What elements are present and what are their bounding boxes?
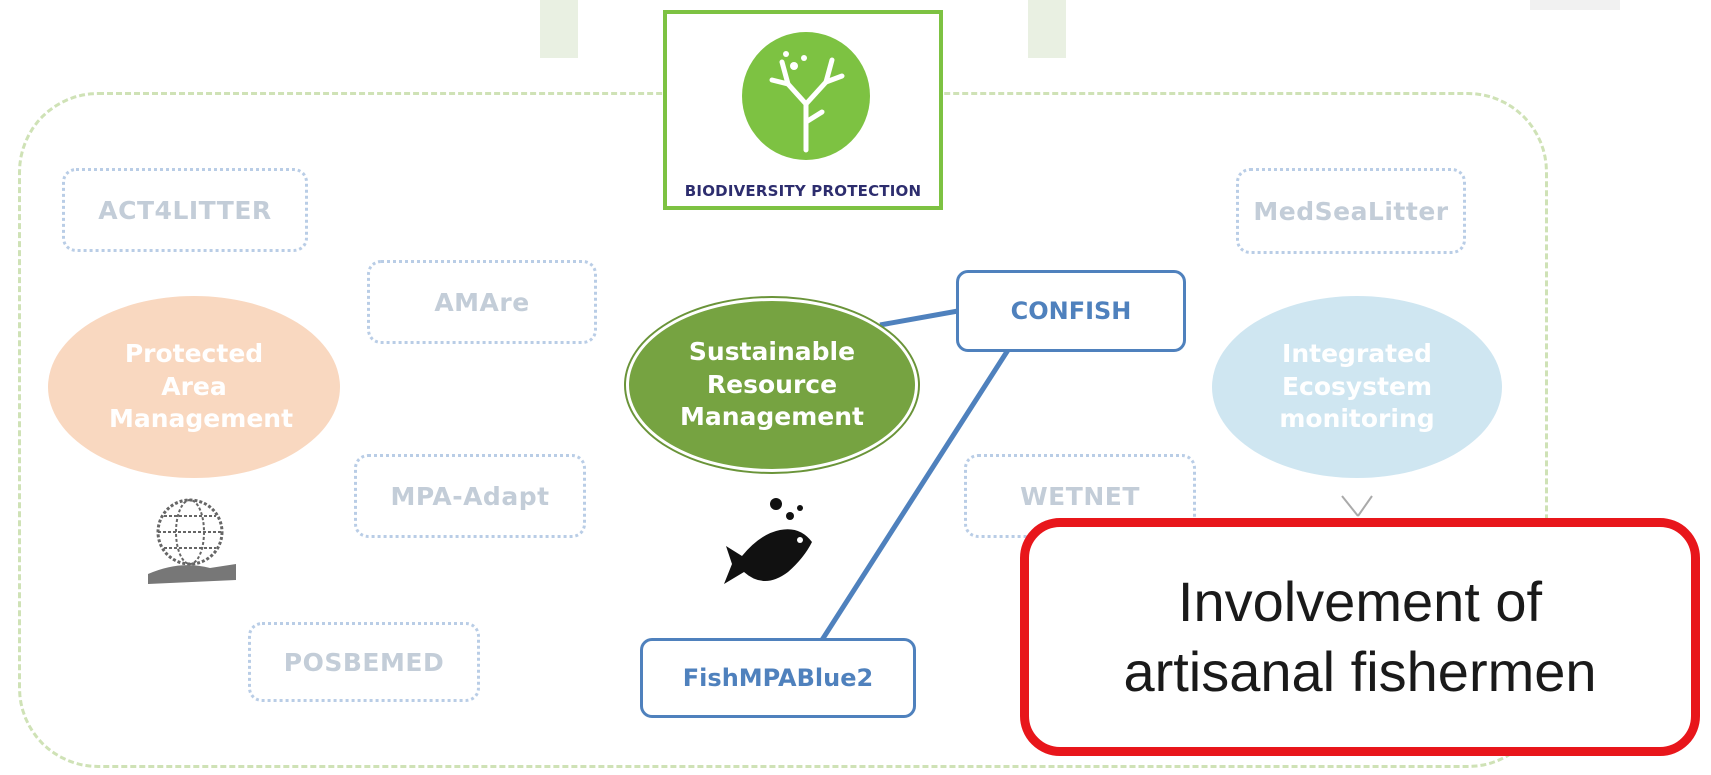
theme-sustainable-resource-management: Sustainable Resource Management	[626, 298, 918, 472]
project-act4litter: ACT4LITTER	[62, 168, 308, 252]
theme-integrated-ecosystem-monitoring: Integrated Ecosystem monitoring	[1212, 296, 1502, 478]
arrow-stroke-right	[1357, 495, 1373, 517]
globe-hand-icon	[140, 494, 240, 588]
fish-icon	[720, 494, 820, 594]
project-amare: AMAre	[367, 260, 597, 344]
theme-label: Integrated Ecosystem monitoring	[1279, 339, 1435, 434]
biodiversity-protection-badge: BIODIVERSITY PROTECTION	[663, 10, 943, 210]
callout-box: Involvement of artisanal fishermen	[1020, 518, 1700, 756]
badge-label: BIODIVERSITY PROTECTION	[684, 182, 922, 200]
connector-stub-left	[540, 0, 578, 58]
project-medsealitter: MedSeaLitter	[1236, 168, 1466, 254]
arrow-stroke-left	[1341, 495, 1359, 517]
project-posbemed: POSBEMED	[248, 622, 480, 702]
callout-text: Involvement of artisanal fishermen	[1123, 570, 1597, 703]
theme-label: Protected Area Management	[109, 339, 294, 434]
line-srm-confish	[879, 308, 959, 328]
theme-label: Sustainable Resource Management	[679, 337, 865, 432]
project-confish: CONFISH	[956, 270, 1186, 352]
line-confish-fishmpablue2	[819, 348, 1011, 642]
connector-stub-right	[1028, 0, 1066, 58]
project-fishmpablue2: FishMPABlue2	[640, 638, 916, 718]
coral-icon	[742, 32, 870, 160]
theme-protected-area-management: Protected Area Management	[48, 296, 340, 478]
corner-stub	[1530, 0, 1620, 10]
project-mpa-adapt: MPA-Adapt	[354, 454, 586, 538]
